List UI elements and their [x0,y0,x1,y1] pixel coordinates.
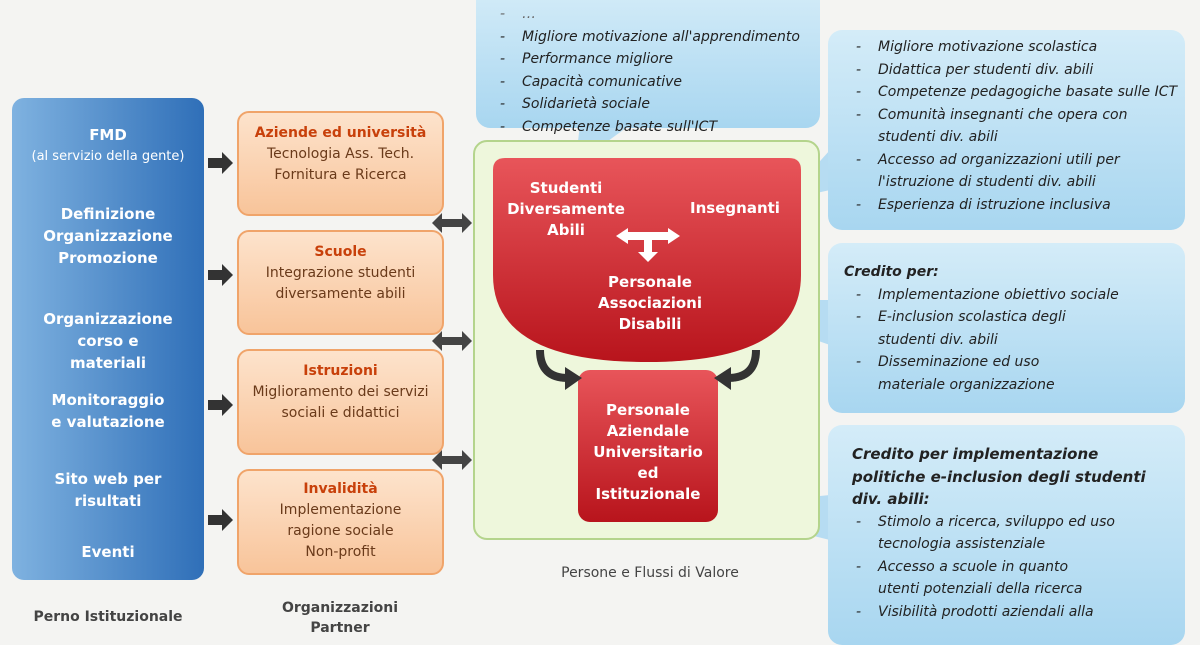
students-benefits-callout: …Migliore motivazione all'apprendimentoP… [476,0,820,135]
benefit-item: Accesso ad organizzazioni utili per l'is… [842,149,1185,194]
fmd-subtitle: (al servizio della gente) [31,149,185,164]
curved-arrow-icons [536,349,760,382]
benefit-item: Visibilità prodotti aziendali alla [842,601,1175,624]
benefit-item: Esperienza di istruzione inclusiva [842,194,1185,217]
callout-heading: Credito per: [844,264,939,280]
fmd-title: FMD [89,126,127,144]
benefit-item: Performance migliore [486,48,820,71]
callout-heading: Credito per implementazione politiche e-… [852,445,1146,508]
people-label: Persone e Flussi di Valore [561,565,739,581]
benefit-item: Comunità insegnanti che opera con studen… [842,104,1185,149]
partner-title: Scuole [314,244,367,260]
benefit-item: Accesso a scuole in quanto utenti potenz… [842,556,1175,601]
institutional-label: Perno Istituzionale [33,609,183,625]
benefit-item: Disseminazione ed uso materiale organizz… [842,351,1185,396]
benefit-item: Solidarietà sociale [486,93,820,116]
right-arrow-icons [208,152,233,531]
partners-label: Organizzazioni Partner [281,600,399,636]
people-shapes [493,158,801,522]
double-arrow-icons [432,213,472,470]
benefit-item: Implementazione obiettivo sociale [842,284,1185,307]
benefit-item: Migliore motivazione scolastica [842,36,1185,59]
institutional-item: Eventi [81,543,135,561]
associations-label: Personale Associazioni Disabili [598,273,702,333]
institutional-pivot-panel: FMD (al servizio della gente) Definizion… [12,98,204,580]
students-label: Studenti Diversamente Abili [507,179,625,239]
teachers-benefits-callout: Migliore motivazione scolasticaDidattica… [828,30,1185,230]
benefit-item: Didattica per studenti div. abili [842,59,1185,82]
partner-title: Istruzioni [303,363,378,379]
associations-benefits-callout: Credito per: Implementazione obiettivo s… [828,243,1185,413]
institutional-item: Monitoraggio e valutazione [51,391,165,431]
institutional-item: Definizione Organizzazione Promozione [43,205,173,267]
company-benefits-callout: Credito per implementazione politiche e-… [828,425,1185,645]
benefit-item: Migliore motivazione all'apprendimento [486,26,820,49]
benefit-item: Capacità comunicative [486,71,820,94]
teachers-label: Insegnanti [690,199,780,217]
benefit-item: E-inclusion scolastica degli studenti di… [842,306,1185,351]
benefit-item: Competenze basate sull'ICT [486,116,820,139]
benefit-item: Stimolo a ricerca, sviluppo ed uso tecno… [842,511,1175,556]
flow-arrows [208,152,472,531]
tri-arrow-icon [616,228,680,262]
partner-title: Aziende ed università [254,125,427,141]
benefit-item: Competenze pedagogiche basate sulle ICT [842,81,1185,104]
company-shape [578,370,718,522]
institutional-item: Sito web per risultati [54,470,162,510]
partner-title: Invalidità [303,481,378,497]
institutional-item: Organizzazione corso e materiali [43,310,173,372]
company-label: Personale Aziendale Universitario ed Ist… [593,401,703,503]
